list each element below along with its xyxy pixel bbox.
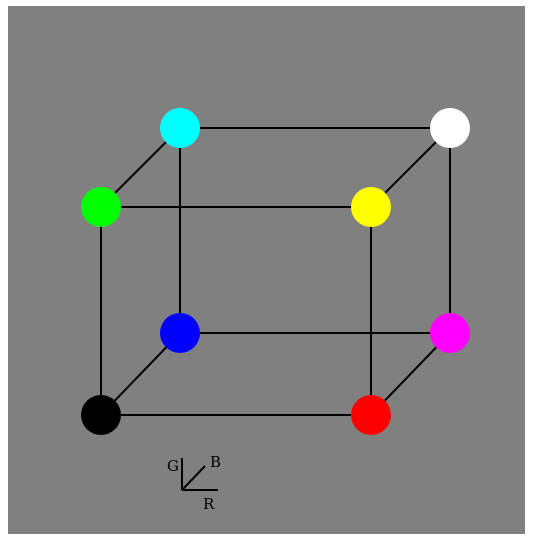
vertex-green	[81, 187, 121, 227]
vertex-white	[430, 108, 470, 148]
axis-b-line	[181, 465, 206, 491]
axis-g-label: G	[167, 457, 179, 475]
axis-b-label: B	[210, 453, 221, 471]
vertex-yellow	[351, 187, 391, 227]
cube-edges	[100, 127, 451, 416]
vertex-red	[351, 395, 391, 435]
vertex-blue	[160, 313, 200, 353]
vertex-magenta	[430, 313, 470, 353]
vertex-black	[81, 395, 121, 435]
axes-legend: G B R	[167, 453, 221, 513]
diagram-background	[8, 6, 525, 534]
cube-vertices	[81, 108, 470, 435]
axis-r-label: R	[203, 495, 215, 513]
vertex-cyan	[160, 108, 200, 148]
